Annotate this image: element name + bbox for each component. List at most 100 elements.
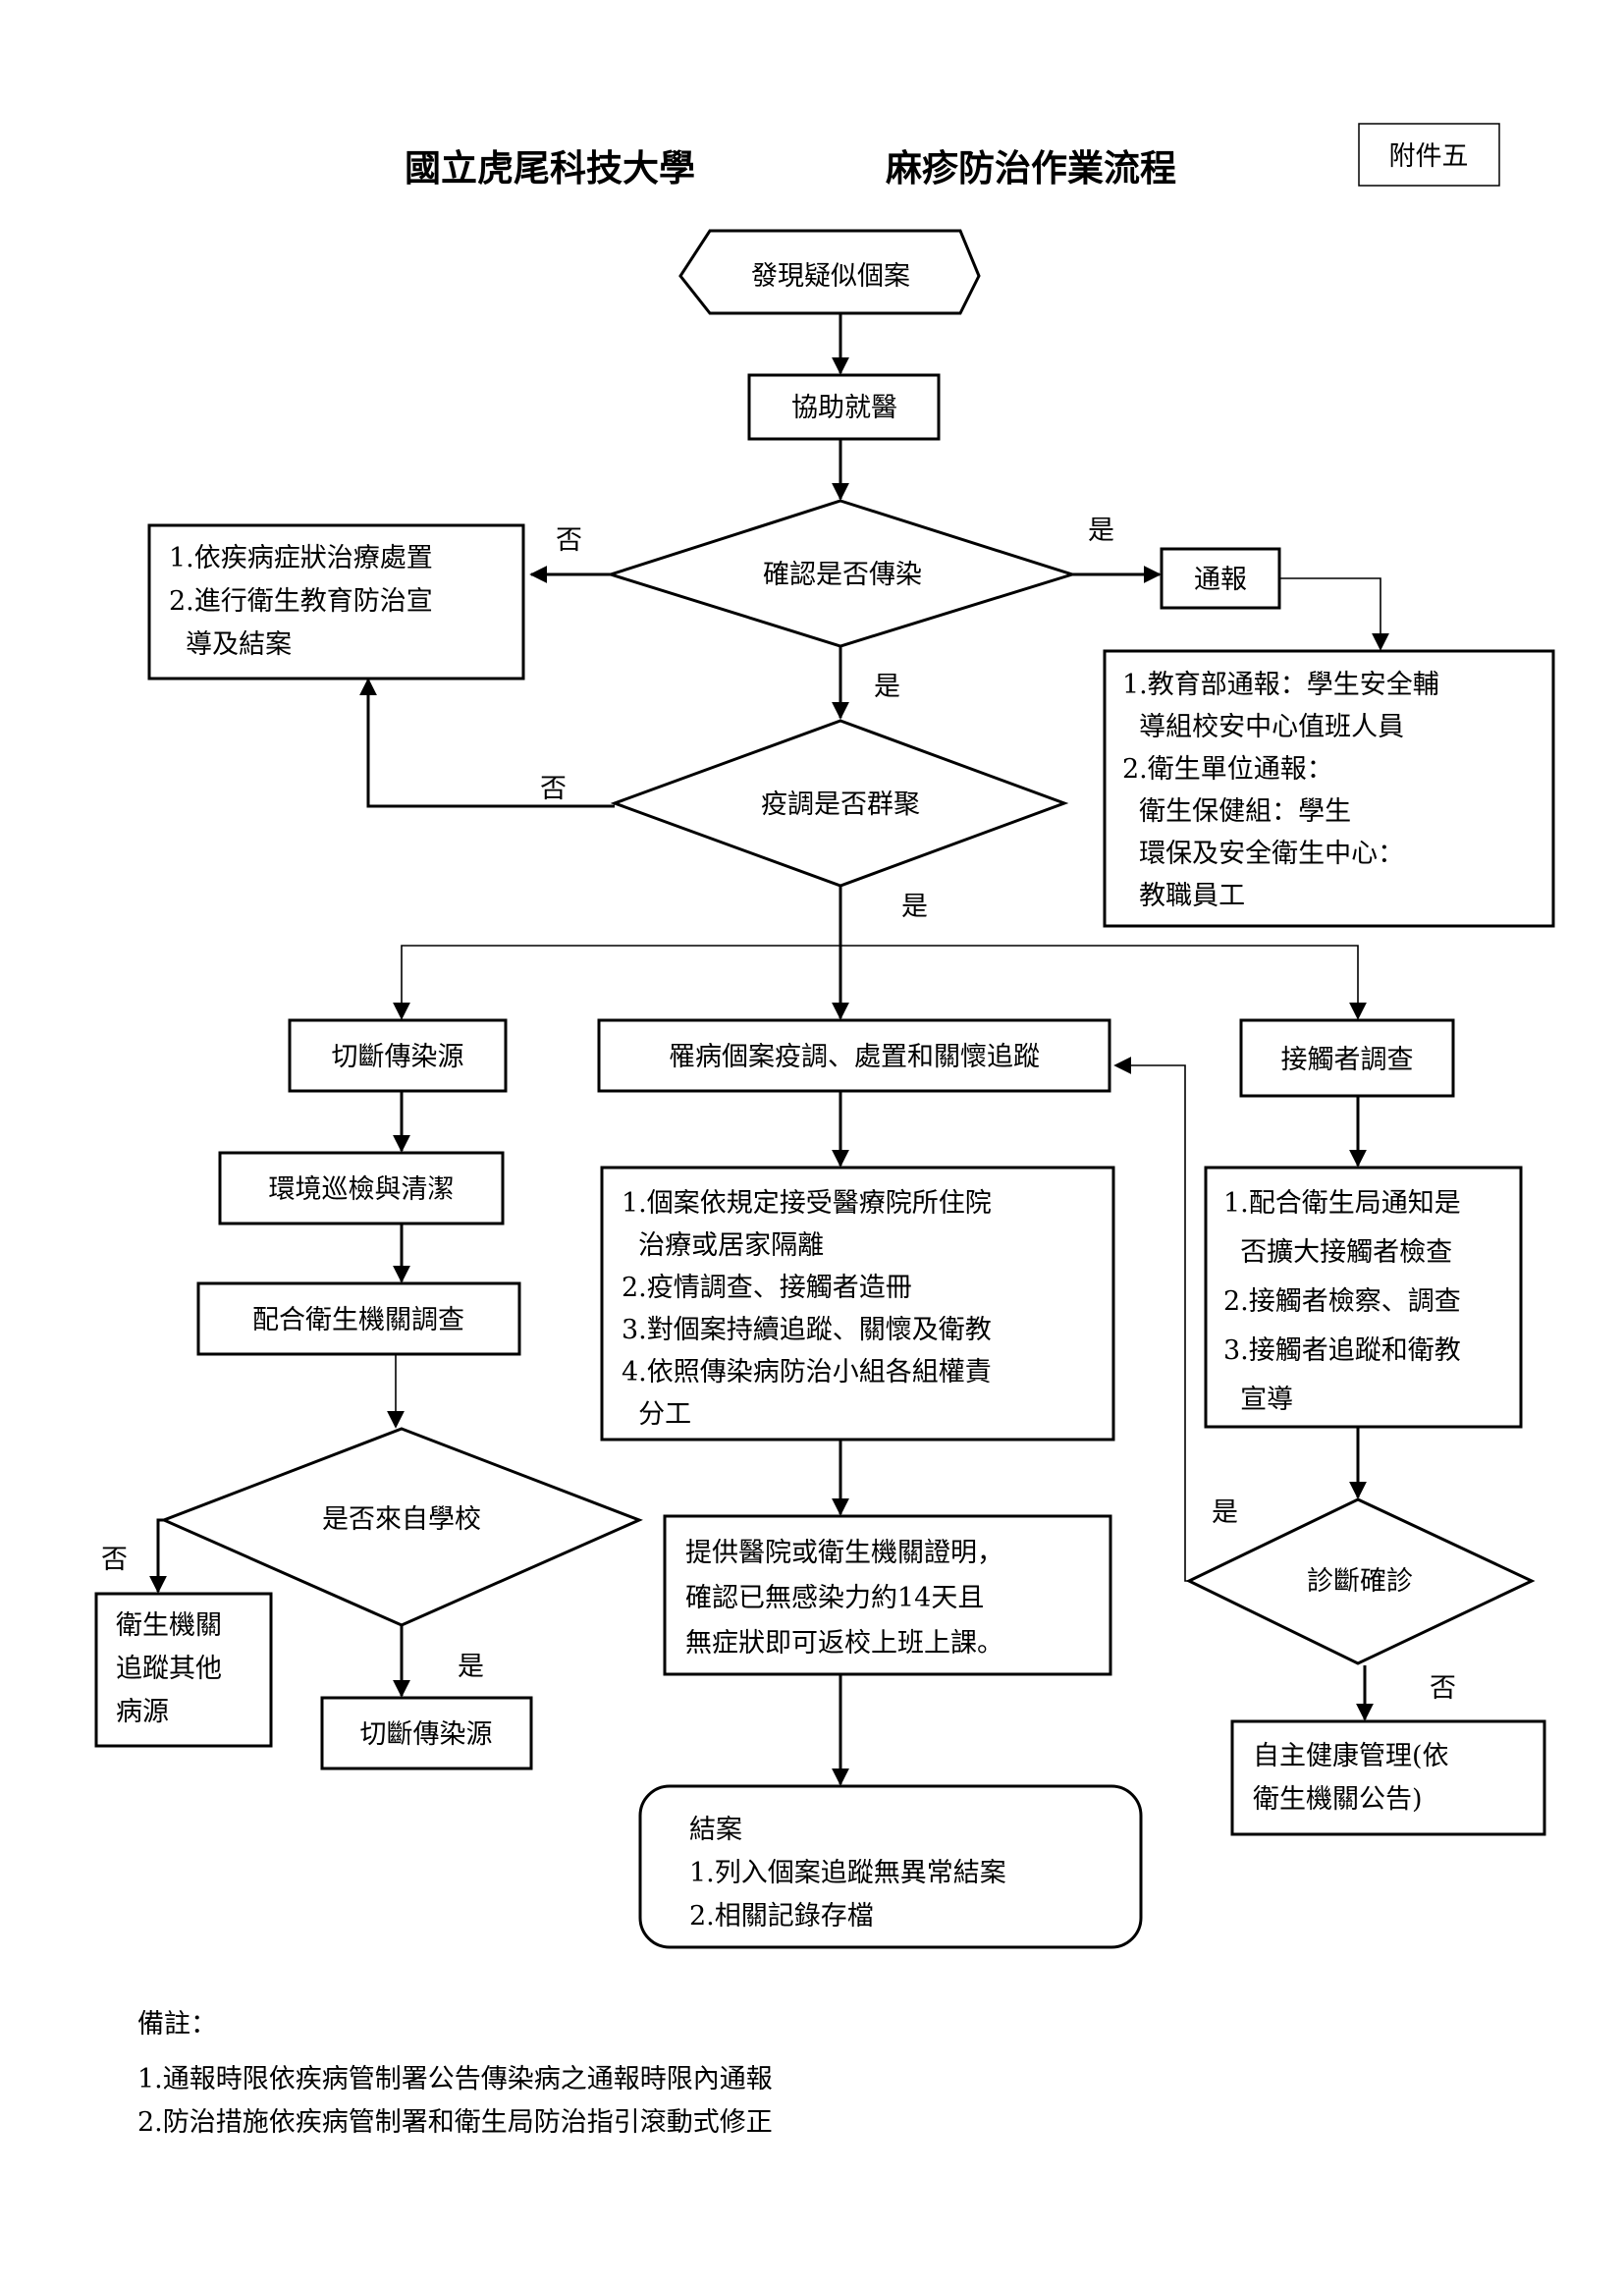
node-assist-text: 協助就醫 — [791, 393, 897, 423]
node-env-line: 環境巡檢與清潔 — [269, 1174, 455, 1205]
node-casetracking-line: 罹病個案疫調、處置和關懷追蹤 — [669, 1042, 1040, 1072]
node-treatment-line: 導及結案 — [169, 629, 292, 660]
node-caseactions-shape — [600, 1166, 1115, 1442]
node-cooperate-shape — [196, 1281, 521, 1356]
node-healthtracking-line: 追蹤其他 — [116, 1654, 222, 1684]
node-caseactions-line: 1.個案依規定接受醫療院所住院 — [622, 1188, 992, 1219]
node-certificate-shape — [663, 1514, 1112, 1676]
node-contactactions-line: 3.接觸者追蹤和衛教 — [1223, 1335, 1461, 1366]
node-contactactions-shape — [1204, 1166, 1523, 1429]
node-cutsourceleft-line: 切斷傳染源 — [332, 1042, 464, 1072]
node-close-shape — [638, 1784, 1143, 1949]
node-reportdetails-shape — [1103, 649, 1555, 928]
node-healthtracking-text: 衛生機關 追蹤其他 病源 — [116, 1610, 231, 1727]
node-reportdetails-line: 衛生保健組：學生 — [1122, 796, 1351, 827]
title-process: 麻疹防治作業流程 — [886, 146, 1176, 190]
node-close-line: 結案 — [689, 1815, 742, 1845]
node-start-line: 發現疑似個案 — [751, 261, 910, 292]
edge-label-no-cluster: 否 — [540, 774, 567, 804]
node-healthtracking-shape — [94, 1592, 273, 1748]
node-diagnosis-text: 診斷確診 — [1307, 1566, 1413, 1597]
node-casetracking-shape — [597, 1018, 1111, 1093]
node-treatment-line: 1.依疾病症狀治療處置 — [169, 543, 433, 573]
node-treatment-shape — [147, 523, 525, 680]
node-report-text: 通報 — [1194, 565, 1247, 595]
node-certificate-line: 確認已無感染力約14天且 — [685, 1583, 984, 1613]
edge-label-yes-confirm-down: 是 — [874, 672, 900, 702]
node-close-line: 2.相關記錄存檔 — [689, 1901, 874, 1931]
node-diagnosis-line: 診斷確診 — [1307, 1566, 1413, 1597]
node-caseactions-line: 2.疫情調查、接觸者造冊 — [622, 1273, 912, 1303]
node-cluster-shape — [610, 719, 1069, 888]
node-contact-shape — [1239, 1018, 1455, 1098]
node-caseactions-line: 3.對個案持續追蹤、關懷及衛教 — [622, 1315, 992, 1345]
node-fromschool-line: 是否來自學校 — [322, 1504, 481, 1535]
edge-label-no-school: 否 — [101, 1545, 128, 1575]
edge-school-healthtracking — [149, 1518, 167, 1594]
node-start-shape — [678, 229, 981, 315]
node-contact-text: 接觸者調查 — [1281, 1045, 1414, 1075]
node-confirm-line: 確認是否傳染 — [763, 560, 922, 590]
notes-item-1: 1.通報時限依疾病管制署公告傳染病之通報時限內通報 — [137, 2064, 773, 2095]
node-caseactions-line: 4.依照傳染病防治小組各組權責 — [622, 1357, 992, 1387]
edge-diagnosis-casetracking — [1113, 1057, 1189, 1582]
node-caseactions-line: 治療或居家隔離 — [622, 1230, 824, 1261]
node-reportdetails-line: 教職員工 — [1122, 881, 1245, 911]
node-contactactions-text: 1.配合衛生局通知是 否擴大接觸者檢查 2.接觸者檢察、調查 3.接觸者追蹤和衛… — [1223, 1188, 1469, 1415]
node-env-text: 環境巡檢與清潔 — [269, 1174, 455, 1205]
edge-report-details — [1279, 577, 1389, 651]
node-reportdetails-line: 環保及安全衛生中心： — [1122, 839, 1404, 869]
node-reportdetails-line: 2.衛生單位通報： — [1122, 754, 1333, 785]
node-cutsourcebottom-line: 切斷傳染源 — [360, 1719, 493, 1750]
node-caseactions-line: 分工 — [622, 1399, 691, 1430]
node-cutsourceleft-shape — [288, 1018, 508, 1093]
node-confirm-shape — [606, 499, 1078, 648]
node-cooperate-line: 配合衛生機關調查 — [252, 1305, 464, 1335]
node-contactactions-line: 1.配合衛生局通知是 — [1223, 1188, 1461, 1219]
notes-item-2: 2.防治措施依疾病管制署和衛生局防治指引滾動式修正 — [137, 2107, 773, 2138]
node-cutsourceleft-text: 切斷傳染源 — [332, 1042, 464, 1072]
node-assist-shape — [747, 373, 941, 441]
node-healthtracking-line: 病源 — [116, 1697, 169, 1727]
node-start-text: 發現疑似個案 — [751, 261, 910, 292]
node-env-shape — [218, 1151, 505, 1225]
edge-label-no-diagnosis: 否 — [1430, 1673, 1456, 1704]
edge-branch-left — [393, 945, 840, 1020]
edge-label-yes-confirm-right: 是 — [1088, 516, 1114, 546]
edge-label-yes-school: 是 — [458, 1652, 484, 1682]
node-treatment-text: 1.依疾病症狀治療處置 2.進行衛生教育防治宣 導及結案 — [169, 543, 441, 660]
edge-label-no-confirm: 否 — [556, 525, 582, 556]
node-close-text: 結案 1.列入個案追蹤無異常結案 2.相關記錄存檔 — [689, 1815, 1014, 1931]
node-report-shape — [1160, 547, 1281, 610]
node-diagnosis-shape — [1185, 1497, 1536, 1665]
node-selfhealth-text: 自主健康管理(依 衛生機關公告) — [1253, 1741, 1457, 1815]
node-confirm-text: 確認是否傳染 — [763, 560, 922, 590]
node-cutsourcebottom-text: 切斷傳染源 — [360, 1719, 493, 1750]
notes-heading: 備註： — [137, 2009, 217, 2040]
node-caseactions-text: 1.個案依規定接受醫療院所住院 治療或居家隔離 2.疫情調查、接觸者造冊 3.對… — [622, 1188, 1000, 1430]
node-cooperate-text: 配合衛生機關調查 — [252, 1305, 464, 1335]
attachment-label: 附件五 — [1389, 141, 1469, 172]
node-reportdetails-text: 1.教育部通報：學生安全輔 導組校安中心值班人員 2.衛生單位通報： 衛生保健組… — [1122, 670, 1447, 911]
node-casetracking-text: 罹病個案疫調、處置和關懷追蹤 — [669, 1042, 1040, 1072]
node-report-line: 通報 — [1194, 565, 1247, 595]
node-healthtracking-line: 衛生機關 — [116, 1610, 222, 1641]
node-selfhealth-line: 衛生機關公告) — [1253, 1784, 1423, 1815]
node-contactactions-line: 宣導 — [1223, 1385, 1293, 1415]
title-school: 國立虎尾科技大學 — [405, 146, 695, 190]
node-contact-line: 接觸者調查 — [1281, 1045, 1414, 1075]
node-close-line: 1.列入個案追蹤無異常結案 — [689, 1858, 1006, 1888]
node-contactactions-line: 2.接觸者檢察、調查 — [1223, 1286, 1461, 1317]
node-certificate-line: 無症狀即可返校上班上課。 — [685, 1628, 1003, 1659]
node-cutsourcebottom-shape — [320, 1696, 533, 1770]
node-fromschool-shape — [160, 1427, 643, 1627]
node-reportdetails-line: 導組校安中心值班人員 — [1122, 712, 1404, 742]
edge-label-yes-diagnosis: 是 — [1212, 1497, 1238, 1528]
node-assist-line: 協助就醫 — [791, 393, 897, 423]
attachment-box — [1358, 123, 1500, 187]
edge-branch-right — [840, 945, 1367, 1020]
node-cluster-line: 疫調是否群聚 — [761, 789, 920, 820]
node-fromschool-text: 是否來自學校 — [322, 1504, 481, 1535]
node-contactactions-line: 否擴大接觸者檢查 — [1223, 1237, 1452, 1268]
